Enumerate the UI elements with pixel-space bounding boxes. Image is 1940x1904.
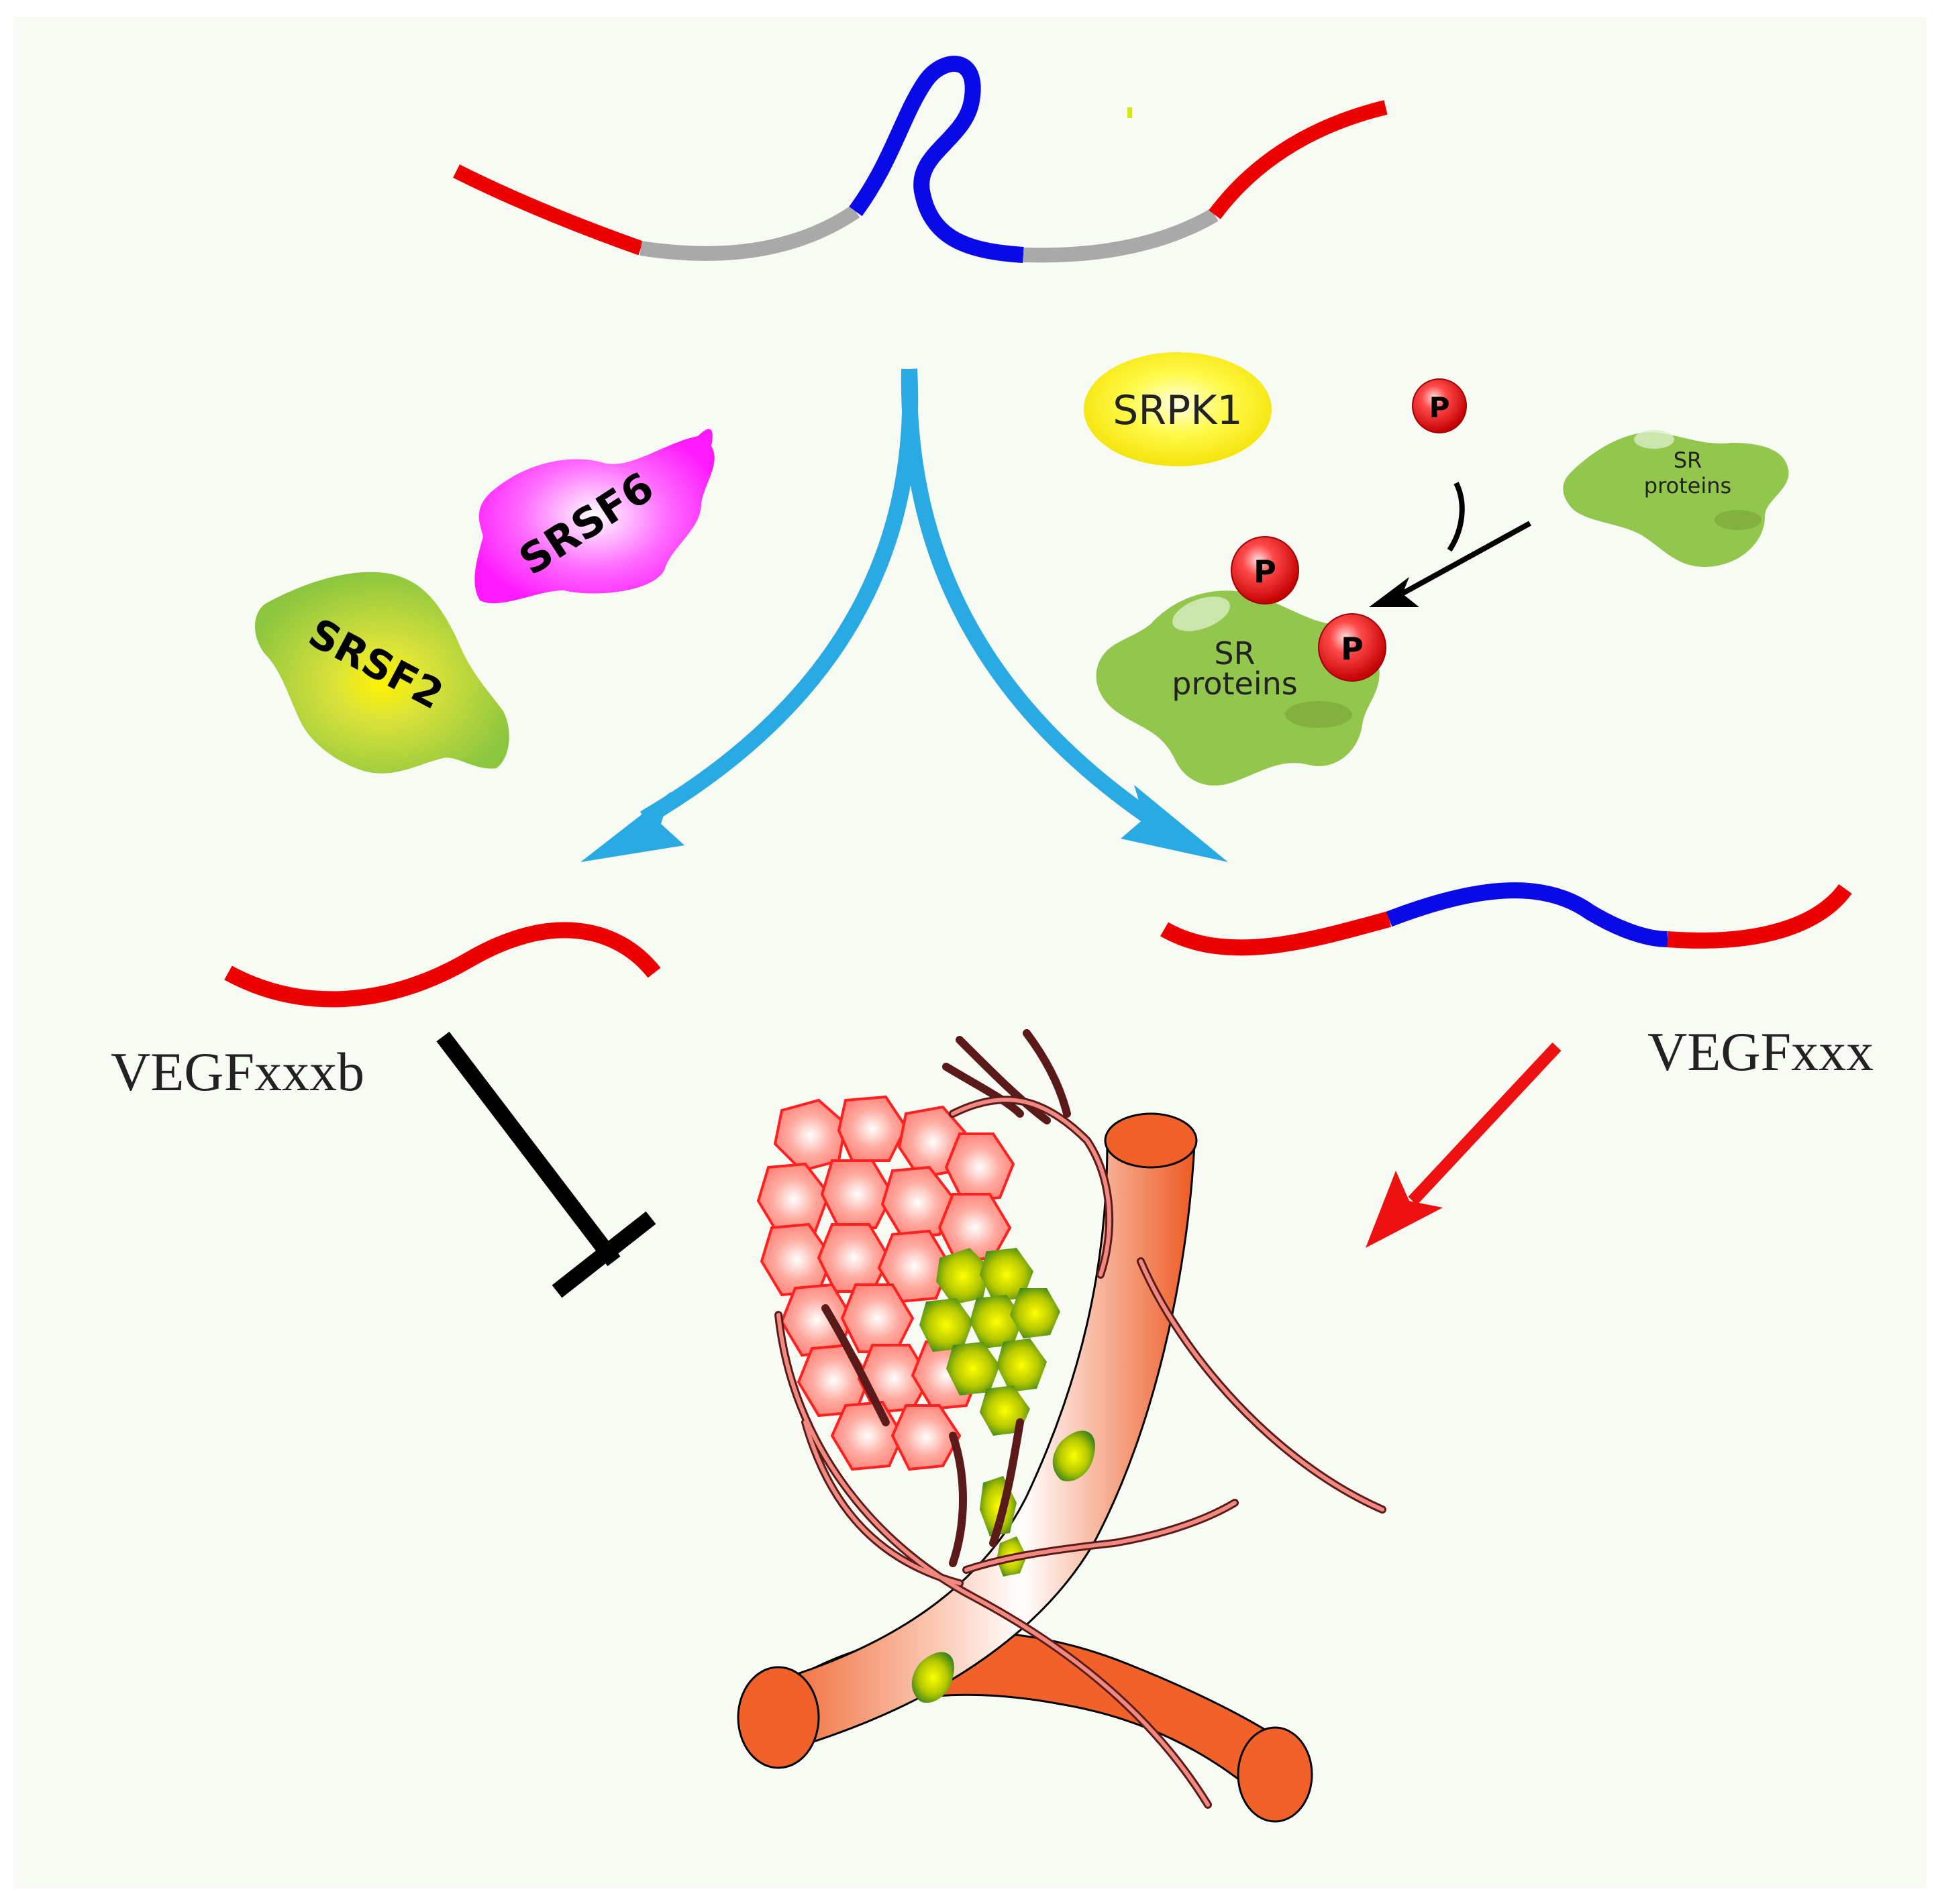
pre-mrna-exon-right bbox=[1209, 100, 1388, 219]
endothelial-cell bbox=[970, 1295, 1023, 1348]
phosphate-free-circle bbox=[1412, 378, 1467, 433]
capillary-lower-sweep-inner bbox=[776, 1313, 1210, 1807]
splice-choice-arrows bbox=[640, 368, 1166, 832]
sr-proteins-large-blob bbox=[1096, 590, 1380, 786]
capillary-branch bbox=[821, 1304, 890, 1426]
inhibition-line bbox=[436, 1031, 621, 1267]
endothelial-cell bbox=[1010, 1288, 1060, 1338]
capillary-branch bbox=[1023, 1029, 1071, 1118]
srsf6-protein: SRSF6 bbox=[474, 429, 715, 604]
srsf2-blob bbox=[255, 572, 509, 774]
tumor-cell bbox=[877, 1229, 952, 1304]
mrna-vegfxxx-exon-right bbox=[1667, 884, 1852, 949]
tumor-cell bbox=[880, 1165, 955, 1240]
phosphorylation-arrow-head bbox=[1369, 577, 1419, 607]
capillary-branch bbox=[949, 1432, 967, 1567]
capillary-arc-inner bbox=[951, 1098, 1112, 1277]
mrna-vegfxxx-alt-exon bbox=[1386, 882, 1668, 947]
promotion-head bbox=[1366, 1171, 1443, 1248]
phosphate-bound-1-label: P bbox=[1254, 553, 1276, 590]
pre-mrna-intron-left bbox=[640, 205, 860, 261]
sr-proteins-small: SR proteins bbox=[1563, 430, 1789, 567]
srpk1-ellipse bbox=[1084, 352, 1272, 466]
pre-mrna-exon-left bbox=[453, 164, 644, 256]
tumor-cell bbox=[837, 1095, 908, 1162]
angiogenesis-illustration bbox=[737, 1029, 1386, 1823]
label-vegfxxx: VEGFxxx bbox=[1647, 1021, 1874, 1082]
sr-proteins-large-label-2: proteins bbox=[1172, 666, 1297, 702]
tumor-cell bbox=[820, 1159, 895, 1229]
mrna-vegfxxx-exon-left bbox=[1160, 911, 1392, 956]
endothelial-cell bbox=[919, 1298, 973, 1352]
phosphate-bound-2-label: P bbox=[1341, 631, 1364, 667]
srpk1-label: SRPK1 bbox=[1113, 387, 1242, 434]
sr-proteins-large-highlight bbox=[1172, 596, 1230, 631]
vessel-right-opening bbox=[1237, 1726, 1313, 1823]
sr-proteins-large-label-1: SR bbox=[1214, 635, 1255, 672]
pre-mrna bbox=[453, 56, 1388, 263]
capillary-branch bbox=[956, 1036, 1051, 1124]
sr-proteins-phosphorylated: SR proteins P P bbox=[1096, 536, 1386, 786]
phosphorylation-arrow-from-p bbox=[1447, 482, 1465, 552]
arrow-stem-right bbox=[901, 368, 1166, 832]
phosphorylation-arrow bbox=[1394, 482, 1531, 600]
arrow-head-right bbox=[1121, 785, 1228, 862]
pre-mrna-intron-right bbox=[1023, 208, 1219, 263]
capillaries-inner bbox=[776, 1098, 1384, 1807]
mrna-vegfxxxb bbox=[224, 922, 661, 1008]
srpk1-kinase: SRPK1 bbox=[1084, 352, 1272, 466]
capillary-branch bbox=[989, 1418, 1024, 1547]
label-vegfxxxb: VEGFxxxb bbox=[111, 1041, 364, 1102]
endothelial-cell bbox=[946, 1342, 1000, 1395]
endothelial-cell bbox=[911, 1652, 954, 1703]
promotion-line bbox=[1408, 1042, 1562, 1206]
mrna-vegfxxx bbox=[1160, 882, 1852, 956]
phosphorylation-arrow-line bbox=[1394, 521, 1531, 600]
phosphate-free-label: P bbox=[1429, 391, 1450, 424]
inhibition-bar bbox=[552, 1211, 656, 1298]
sr-proteins-small-highlight bbox=[1634, 430, 1674, 449]
vessel-top-opening bbox=[1104, 1112, 1198, 1169]
tumor-cell bbox=[890, 1404, 962, 1471]
sr-proteins-small-label-2: proteins bbox=[1644, 473, 1731, 498]
sr-proteins-small-blob bbox=[1563, 432, 1789, 567]
sr-proteins-small-label-1: SR bbox=[1674, 447, 1702, 473]
sr-proteins-large-shadow bbox=[1285, 701, 1352, 728]
promotion-arrow bbox=[1366, 1042, 1562, 1248]
phosphate-free: P bbox=[1412, 378, 1467, 433]
endothelial-cell bbox=[997, 1338, 1047, 1392]
phosphate-bound-1-circle bbox=[1231, 536, 1299, 604]
pre-mrna-alt-exon-loop bbox=[849, 56, 1024, 263]
capillary-long-right-inner bbox=[1139, 1259, 1384, 1512]
srsf6-blob bbox=[474, 429, 715, 604]
small-mark bbox=[1127, 107, 1132, 118]
capillary-sweep-3-inner bbox=[964, 1501, 1237, 1572]
endothelial-cell bbox=[936, 1248, 990, 1305]
sr-proteins-small-shadow bbox=[1715, 510, 1762, 530]
capillary-branch bbox=[942, 1063, 1024, 1118]
vessel-left-opening bbox=[737, 1666, 820, 1769]
arrow-head-left bbox=[580, 792, 684, 862]
inhibition-arrow bbox=[436, 1031, 656, 1298]
endothelial-cell bbox=[1052, 1430, 1095, 1482]
phosphate-bound-2-circle bbox=[1318, 613, 1386, 682]
capillary-sweep-2-inner bbox=[803, 1420, 962, 1585]
tumor-cell bbox=[944, 1132, 1015, 1203]
tumor-cell bbox=[756, 1162, 831, 1236]
srsf2-protein: SRSF2 bbox=[255, 572, 509, 774]
